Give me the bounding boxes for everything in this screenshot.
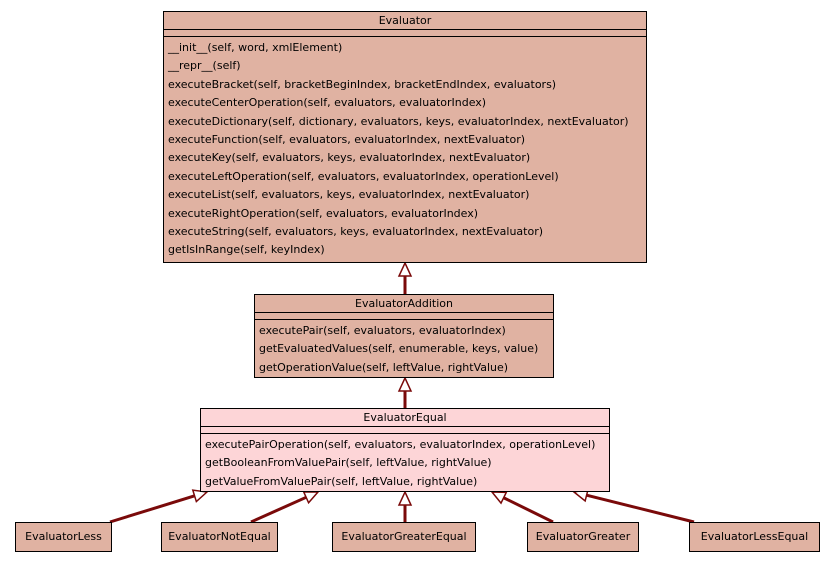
inheritance-arrowhead-icon xyxy=(397,261,413,277)
method: __init__(self, word, xmlElement) xyxy=(168,41,343,54)
link-addition-to-evaluator xyxy=(397,261,413,294)
methods-compartment: executePair(self, evaluators, evaluatorI… xyxy=(255,320,553,377)
attributes-compartment xyxy=(164,30,646,37)
link-greater-equal-to-equal xyxy=(397,490,413,522)
link-greater-to-equal xyxy=(490,491,554,524)
method: executeCenterOperation(self, evaluators,… xyxy=(168,96,487,110)
class-evaluator-addition[interactable]: EvaluatorAddition executePair(self, eval… xyxy=(254,294,554,378)
class-evaluator-not-equal[interactable]: EvaluatorNotEqual xyxy=(161,522,278,552)
methods-compartment: executePairOperation(self, evaluators, e… xyxy=(201,434,609,491)
class-evaluator-less[interactable]: EvaluatorLess xyxy=(15,522,112,552)
method: executePairOperation(self, evaluators, e… xyxy=(205,438,596,451)
inheritance-arrowhead-icon xyxy=(397,376,413,392)
class-evaluator-greater[interactable]: EvaluatorGreater xyxy=(527,522,639,552)
attributes-compartment xyxy=(201,427,609,434)
attributes-compartment xyxy=(255,313,553,320)
class-evaluator-equal[interactable]: EvaluatorEqual executePairOperation(self… xyxy=(200,408,610,492)
method: __repr__(self) xyxy=(168,59,241,73)
link-not-equal-to-equal xyxy=(250,491,320,524)
method: executeString(self, evaluators, keys, ev… xyxy=(168,224,544,238)
method: getIsInRange(self, keyIndex) xyxy=(168,243,325,257)
link-line xyxy=(109,494,196,524)
methods-compartment: __init__(self, word, xmlElement) __repr_… xyxy=(164,37,646,260)
class-title: EvaluatorEqual xyxy=(201,409,609,427)
link-equal-to-addition xyxy=(397,376,413,408)
method: executePair(self, evaluators, evaluatorI… xyxy=(259,324,506,337)
method: executeLeftOperation(self, evaluators, e… xyxy=(168,169,559,183)
method: executeDictionary(self, dictionary, eval… xyxy=(168,114,629,128)
class-title: EvaluatorAddition xyxy=(255,295,553,313)
method: executeBracket(self, bracketBeginIndex, … xyxy=(168,77,557,91)
inheritance-arrowhead-icon xyxy=(191,489,209,503)
method: executeFunction(self, evaluators, evalua… xyxy=(168,132,526,146)
method: executeRightOperation(self, evaluators, … xyxy=(168,206,479,220)
method: getBooleanFromValuePair(self, leftValue,… xyxy=(205,456,492,470)
method: executeList(self, evaluators, keys, eval… xyxy=(168,188,530,202)
method: getValueFromValuePair(self, leftValue, r… xyxy=(205,474,478,488)
method: executeKey(self, evaluators, keys, evalu… xyxy=(168,151,531,165)
class-title: Evaluator xyxy=(164,12,646,30)
link-less-equal-to-equal xyxy=(572,488,695,524)
method: getOperationValue(self, leftValue, right… xyxy=(259,360,509,374)
method: getEvaluatedValues(self, enumerable, key… xyxy=(259,342,539,356)
inheritance-arrowhead-icon xyxy=(490,491,508,505)
inheritance-arrowhead-icon xyxy=(397,490,413,506)
link-line xyxy=(250,495,307,524)
class-evaluator[interactable]: Evaluator __init__(self, word, xmlElemen… xyxy=(163,11,647,263)
inheritance-arrowhead-icon xyxy=(302,491,320,505)
class-evaluator-greater-equal[interactable]: EvaluatorGreaterEqual xyxy=(332,522,476,552)
link-line xyxy=(503,496,554,524)
link-line xyxy=(586,493,695,524)
class-evaluator-less-equal[interactable]: EvaluatorLessEqual xyxy=(689,522,820,552)
link-less-to-equal xyxy=(109,489,209,524)
